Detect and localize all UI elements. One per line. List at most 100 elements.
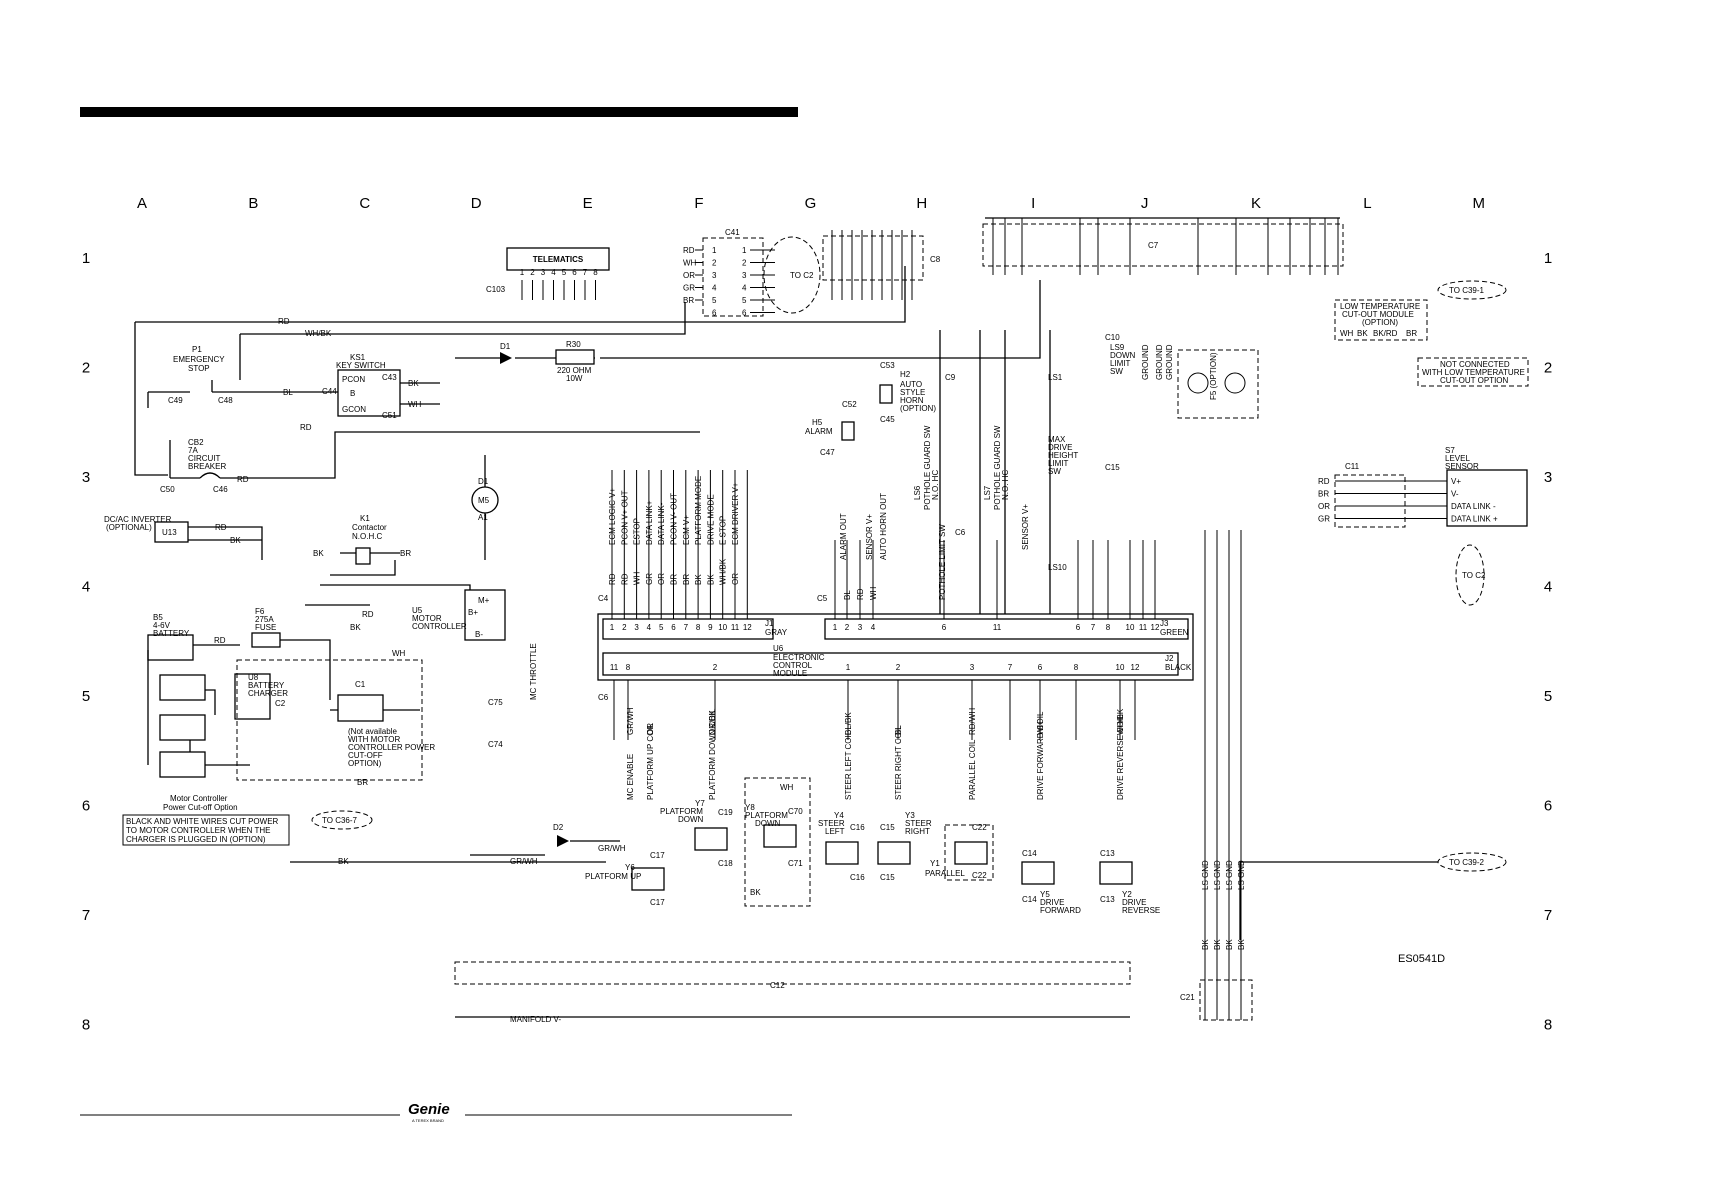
ls6-pothole-switch: LS6 POTHOLE GUARD SW N.O. HC C9 C6: [913, 373, 966, 537]
svg-text:M+: M+: [478, 596, 490, 605]
j3-pin: 8: [1106, 623, 1111, 632]
ks1-key-switch: KS1 KEY SWITCH PCON B GCON C44 C43 C51 B…: [322, 353, 422, 420]
j3-pin: 10: [1126, 623, 1135, 632]
connector-c8: C8: [822, 230, 941, 300]
svg-text:GR/WH: GR/WH: [510, 857, 538, 866]
j1-wire-color: BR: [682, 574, 691, 585]
to-c2-right: TO C2: [1462, 571, 1486, 580]
svg-text:ALARM OUT: ALARM OUT: [839, 513, 848, 560]
svg-text:CHARGER: CHARGER: [248, 689, 288, 698]
c11-wire-color: OR: [1318, 502, 1330, 511]
svg-text:AUTO HORN OUT: AUTO HORN OUT: [879, 493, 888, 560]
j2-pin: 3: [970, 663, 975, 672]
svg-text:10W: 10W: [566, 374, 583, 383]
svg-text:Y5: Y5: [1040, 890, 1050, 899]
j1-pin: 1: [610, 623, 615, 632]
j1-signal: PLATFORM MODE: [694, 476, 703, 545]
svg-text:TO C36-7: TO C36-7: [322, 816, 358, 825]
svg-text:CONTROL: CONTROL: [773, 661, 813, 670]
j3-signal-labels: ALARM OUT SENSOR V+ AUTO HORN OUT: [839, 493, 888, 560]
svg-text:RIGHT: RIGHT: [905, 827, 930, 836]
grid-row-right-2: 2: [1544, 360, 1552, 377]
svg-text:C6: C6: [955, 528, 966, 537]
svg-text:LS9: LS9: [1110, 343, 1125, 352]
svg-text:DRIVE: DRIVE: [1122, 898, 1146, 907]
svg-text:C16: C16: [850, 873, 865, 882]
svg-text:BK: BK: [350, 623, 361, 632]
svg-text:C17: C17: [650, 851, 665, 860]
svg-text:C43: C43: [382, 373, 397, 382]
svg-text:C2: C2: [275, 699, 286, 708]
c11-wire-color: BR: [1318, 490, 1329, 499]
h2-horn: H2 AUTO STYLE HORN (OPTION) C53 C45: [879, 361, 936, 424]
j1-signal: E STOP: [719, 516, 728, 545]
j2-pin: 7: [1008, 663, 1013, 672]
j2-wire-color: RD/WH: [968, 708, 977, 735]
svg-text:J1: J1: [765, 619, 774, 628]
j3-pin: 7: [1091, 623, 1096, 632]
svg-text:Power Cut-off Option: Power Cut-off Option: [163, 803, 238, 812]
svg-text:BR: BR: [1406, 329, 1417, 338]
j1-wire-color: OR: [657, 573, 666, 585]
y4-steer-left: Y4 STEER LEFT C16 C16: [818, 811, 865, 882]
svg-text:PLATFORM UP: PLATFORM UP: [585, 872, 641, 881]
svg-text:J2: J2: [1165, 654, 1174, 663]
cb2-circuit-breaker: CB2 7A CIRCUIT BREAKER C50 C46 RD: [160, 438, 249, 494]
svg-text:GCON: GCON: [342, 405, 366, 414]
svg-text:C8: C8: [930, 255, 941, 264]
svg-text:BK: BK: [408, 379, 419, 388]
svg-text:ELECTRONIC: ELECTRONIC: [773, 653, 825, 662]
j1-pin: 4: [647, 623, 652, 632]
u8-battery-charger: U8 BATTERY CHARGER C2: [248, 673, 288, 708]
grid-col-k: K: [1251, 195, 1261, 212]
c41-pin-right: 1: [742, 246, 747, 255]
j3-pin: 2: [845, 623, 850, 632]
wire-br-bottom: BR: [357, 778, 368, 787]
svg-text:N.O. HC: N.O. HC: [1001, 470, 1010, 500]
telematics-pin: 7: [583, 268, 588, 277]
grid-col-j: J: [1141, 195, 1149, 212]
grid-col-g: G: [805, 195, 817, 212]
y7-platform-down: Y7 PLATFORM DOWN C19 C18 BK: [660, 799, 761, 897]
telematics-pin: 4: [551, 268, 556, 277]
svg-text:F6: F6: [255, 607, 265, 616]
j1-signal: DATA LINK-: [657, 502, 666, 545]
svg-text:LS7: LS7: [983, 485, 992, 500]
low-temp-cutout-module: LOW TEMPERATURE CUT-OUT MODULE (OPTION) …: [1340, 302, 1420, 338]
j2-pin: 8: [1074, 663, 1079, 672]
svg-text:D1: D1: [478, 477, 489, 486]
c21-label: C21: [1180, 993, 1195, 1002]
j2-wire-color: BL: [894, 725, 903, 735]
u13-inverter: DC/AC INVERTER (OPTIONAL) U13 RD BK: [104, 515, 241, 545]
j2-signal: STEER LEFT COIL: [844, 730, 853, 800]
svg-text:BL: BL: [283, 388, 293, 397]
svg-text:C48: C48: [218, 396, 233, 405]
b5-battery: B5 4-6V BATTERY RD: [153, 613, 226, 645]
j3-wire-color: WH: [869, 586, 878, 600]
telematics-pin: 2: [530, 268, 535, 277]
y2-drive-reverse: Y2 DRIVE REVERSE C13 C13: [1099, 849, 1160, 915]
svg-text:BK: BK: [338, 857, 349, 866]
drawing-number: ES0541D: [1398, 953, 1445, 965]
svg-text:C5: C5: [817, 594, 828, 603]
j1-wire-color: BK: [694, 574, 703, 585]
svg-text:STYLE: STYLE: [900, 388, 925, 397]
svg-text:SW: SW: [1048, 467, 1061, 476]
j2-signal: DRIVE FORWARD COIL: [1036, 711, 1045, 800]
svg-text:BLACK AND WHITE WIRES CUT POWE: BLACK AND WHITE WIRES CUT POWER: [126, 817, 279, 826]
ls10-label: LS10: [1048, 563, 1067, 572]
grid-row-right-1: 1: [1544, 250, 1552, 267]
svg-text:NOT CONNECTED: NOT CONNECTED: [1440, 360, 1510, 369]
grid-row-left-7: 7: [82, 907, 90, 924]
grid-row-right-6: 6: [1544, 798, 1552, 815]
telematics-pin: 1: [520, 268, 525, 277]
svg-text:CONTROLLER: CONTROLLER: [412, 622, 467, 631]
j3-wire-color: RD: [856, 588, 865, 600]
